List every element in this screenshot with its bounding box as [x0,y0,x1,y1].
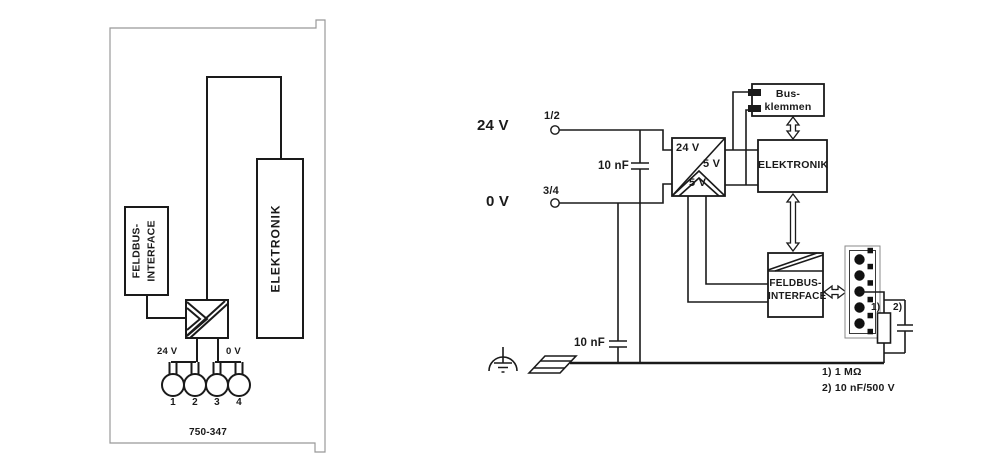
terminal-number-1: 1 [170,397,176,408]
double-headed-arrow-elektronik-feldbus [785,192,801,253]
footnote-2: 2) 10 nF/500 V [822,382,895,394]
capacitor-symbol-500v [897,300,913,353]
elektronik-label-left: ELEKTRONIK [268,204,283,293]
wire-busklemmen-2 [745,109,752,185]
right-circuit [488,83,913,374]
feldbus-interface-box [124,206,169,296]
double-headed-arrow-bus-elektronik [785,115,801,141]
bus-klemmen-pin-top [748,89,761,96]
shield-termination-network [859,291,913,363]
bus-klemmen-label-line1: Bus- [775,88,801,100]
double-headed-arrow-feldbus-connector [822,284,848,300]
bus-klemmen-label: Bus- klemmen [756,88,820,114]
supply-24v-label: 24 V [477,117,509,134]
dc-dc-converter-symbol [671,137,726,197]
din-rail-symbol [527,355,578,374]
feldbus-interface-right-line1: FELDBUS- [769,278,822,289]
feldbus-interface-label: FELDBUS- INTERFACE [130,207,164,296]
elektronik-box [757,139,828,193]
wire-24v [559,129,672,151]
capacitor-bottom-label: 10 nF [573,337,605,349]
feldbus-converter-wire [146,295,186,319]
footnote-1: 1) 1 MΩ [822,366,862,378]
terminal-bulb-3 [205,362,229,397]
dc-dc-converter-symbol [185,299,229,339]
terminal-bulb-1 [161,362,185,397]
part-number: 750-347 [188,427,228,438]
resistor-symbol [876,312,892,344]
elektronik-box [256,158,304,339]
terminal-number-2: 2 [192,397,198,408]
wire-feldbus-2 [687,196,768,303]
ref-1-label: 1) [871,302,881,313]
capacitor-symbol-bottom [609,203,627,363]
capacitor-symbol-top [631,130,649,363]
terminal-3-4-label: 3/4 [543,185,559,197]
label-0v-left: 0 V [226,346,241,357]
feldbus-interface-label-right: FELDBUS- INTERFACE [768,278,827,303]
feldbus-interface-label-line1: FELDBUS- [130,223,143,279]
elektronik-label-right: ELEKTRONIK [758,159,829,171]
feldbus-interface-block [767,252,824,318]
label-24v-left: 24 V [157,346,178,357]
module-outline [109,19,326,453]
converter-output-right-label: 5 V [703,158,721,170]
feldbus-interface-right-line2: INTERFACE [768,290,827,302]
converter-input-label: 24 V [676,142,700,154]
wire-feldbus-1 [705,196,768,285]
bus-klemmen-block [748,83,825,117]
terminal-1-2-label: 1/2 [544,110,560,122]
power-terminals [161,338,251,397]
bus-klemmen-label-line2: klemmen [764,101,812,113]
bus-klemmen-pin-bottom [748,105,761,112]
earth-ground-symbol [488,347,518,373]
ref-2-label: 2) [893,302,903,313]
feldbus-interface-label-line2: INTERFACE [145,220,158,282]
wire-busklemmen-1 [732,91,752,150]
terminal-point-3-4 [550,198,560,208]
terminal-number-4: 4 [236,397,242,408]
capacitor-top-label: 10 nF [597,160,629,172]
wire-0v [559,183,672,204]
left-module [109,19,326,453]
elektronik-feed-wire [206,76,282,300]
terminal-number-3: 3 [214,397,220,408]
supply-0v-label: 0 V [486,193,510,210]
converter-output-bottom-label: 5 V [689,177,707,189]
terminal-bulb-2 [183,362,207,397]
terminal-point-1-2 [550,125,560,135]
terminal-bulb-4 [227,362,251,397]
